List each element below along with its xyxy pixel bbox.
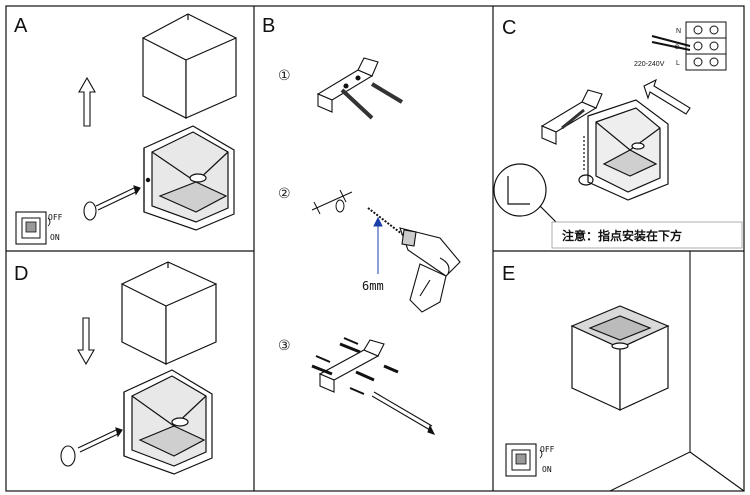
outer-frame <box>5 5 745 492</box>
step-1-bracket <box>316 57 404 120</box>
switch-e-on-label: ON <box>542 465 552 474</box>
step-3-number: ③ <box>278 338 291 354</box>
voltage-label: 220-240V <box>634 61 665 68</box>
switch-on-label: ON <box>50 233 60 242</box>
switch-e-off-label: OFF <box>540 445 555 454</box>
panel-a-switch: OFF ON <box>15 211 63 245</box>
panel-c-lamp <box>578 99 669 201</box>
switch-off-label: OFF <box>48 213 63 222</box>
install-arrow-icon <box>643 78 691 115</box>
panel-d-lamp-base <box>123 369 213 475</box>
detail-magnifier <box>493 163 557 223</box>
panel-d-screwdriver <box>60 427 123 467</box>
room-corner <box>609 251 745 492</box>
up-arrow-icon <box>78 76 96 127</box>
panel-a-cover <box>142 13 237 119</box>
install-note: 注意：指点安装在下方 <box>562 228 682 243</box>
panel-c: C N ⊕ L 220-240V <box>493 17 743 249</box>
step-2-number: ② <box>278 186 291 202</box>
panel-a: A <box>14 13 237 245</box>
terminal-ground-label: ⊕ <box>674 44 680 51</box>
panel-c-letter: C <box>502 17 516 39</box>
panel-a-letter: A <box>14 15 28 37</box>
drill-size-arrow <box>373 216 383 274</box>
drill-size-label: 6mm <box>362 279 384 293</box>
panel-e: E OFF ON <box>502 251 745 492</box>
panel-e-lamp <box>570 305 670 411</box>
terminal-n-label: N <box>676 28 681 35</box>
panel-a-screwdriver <box>83 185 141 221</box>
note-box: 注意：指点安装在下方 <box>551 221 743 249</box>
drill-icon <box>367 207 461 313</box>
panel-e-letter: E <box>502 263 515 285</box>
panel-d-cover <box>121 261 217 365</box>
panel-b: B ① ② <box>262 15 461 435</box>
step-3-assembly <box>311 337 436 435</box>
terminal-l-label: L <box>676 60 680 67</box>
panel-c-bracket <box>540 89 603 145</box>
panel-e-switch: OFF ON <box>505 443 555 477</box>
step-1-number: ① <box>278 68 291 84</box>
terminal-block <box>651 21 727 71</box>
panel-d: D <box>14 261 217 475</box>
panel-b-letter: B <box>262 15 275 37</box>
step-2-marks <box>311 189 353 215</box>
panel-a-lamp-base <box>143 125 235 231</box>
panel-d-letter: D <box>14 263 28 285</box>
down-arrow-icon <box>77 317 95 366</box>
